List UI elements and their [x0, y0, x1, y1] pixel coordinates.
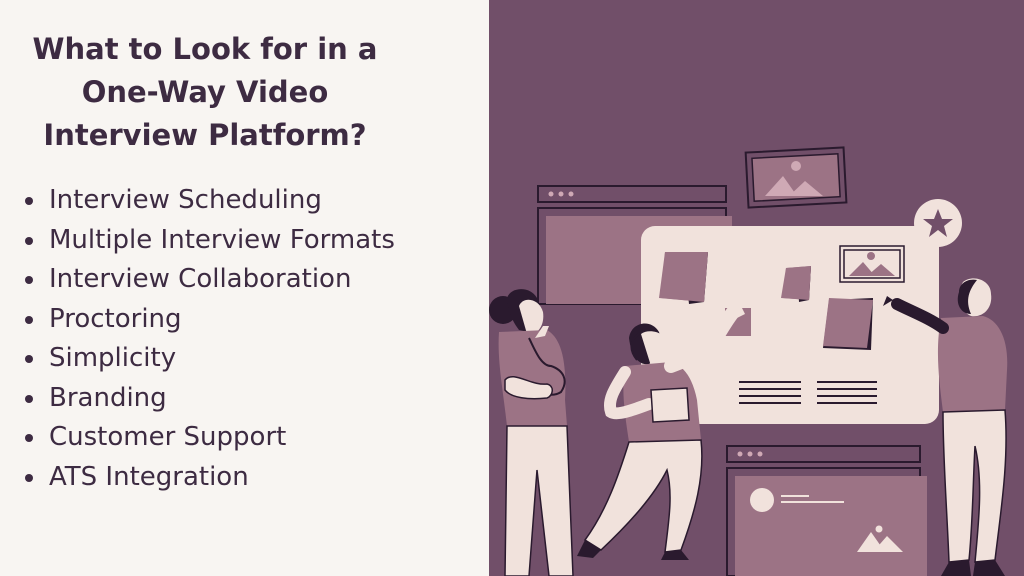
person-posting-note	[577, 302, 745, 560]
team-board-illustration	[489, 146, 1008, 576]
feature-item: Multiple Interview Formats	[22, 220, 395, 260]
feature-item: Interview Collaboration	[22, 259, 395, 299]
text-lines	[739, 381, 877, 404]
feature-item: Customer Support	[22, 417, 395, 457]
page-title: What to Look for in a One-Way Video Inte…	[0, 28, 410, 157]
title-line: Interview Platform?	[43, 118, 367, 152]
left-panel: What to Look for in a One-Way Video Inte…	[0, 0, 489, 576]
illustration-panel	[489, 0, 1024, 576]
feature-item: Simplicity	[22, 338, 395, 378]
image-placeholder-icon	[839, 245, 905, 283]
board	[641, 226, 939, 424]
feature-list: Interview Scheduling Multiple Interview …	[22, 180, 395, 496]
picture-frame-icon	[744, 146, 848, 209]
title-line: One-Way Video	[81, 75, 329, 109]
person-thinking	[489, 289, 574, 576]
person-pointing	[883, 278, 1008, 576]
feature-item: Proctoring	[22, 299, 395, 339]
title-line: What to Look for in a	[32, 32, 378, 66]
feature-item: Interview Scheduling	[22, 180, 395, 220]
profile-card-icon	[726, 445, 927, 576]
feature-item: Branding	[22, 378, 395, 418]
star-icon	[914, 199, 962, 247]
feature-item: ATS Integration	[22, 457, 395, 497]
